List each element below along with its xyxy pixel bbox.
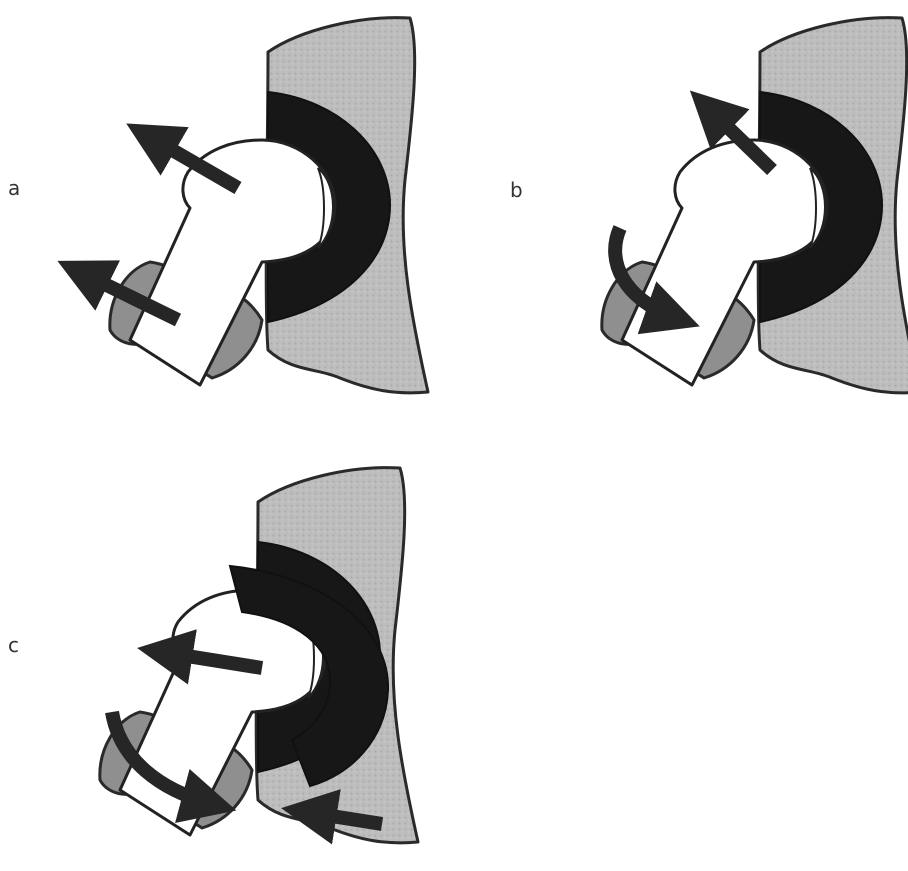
panel-label-c: c	[8, 633, 19, 657]
panel-a-joint	[110, 18, 428, 393]
panel-b-joint	[602, 18, 908, 393]
panel-label-a: a	[8, 176, 20, 200]
panel-label-b: b	[510, 178, 523, 202]
panel-c-joint	[100, 468, 418, 843]
